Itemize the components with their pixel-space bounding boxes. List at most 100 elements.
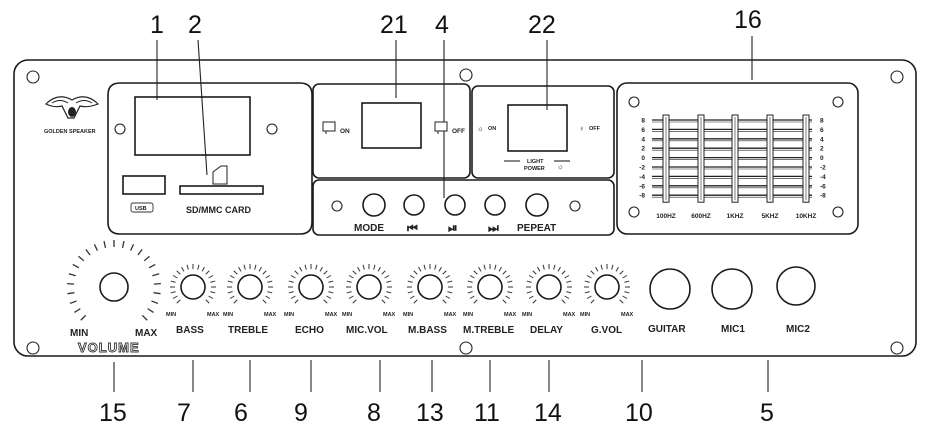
knob-tick xyxy=(323,299,328,304)
guitar-jack[interactable] xyxy=(649,268,691,310)
knob-tick xyxy=(326,295,332,299)
m-bass-knob[interactable] xyxy=(417,274,443,300)
knob-tick xyxy=(434,264,437,270)
knob-tick xyxy=(384,295,390,299)
light-off: ♀ OFF xyxy=(579,124,601,133)
next-button[interactable] xyxy=(484,194,506,216)
mic2-jack[interactable] xyxy=(776,266,816,306)
switch-21-rocker[interactable] xyxy=(361,102,422,149)
knob-tick xyxy=(564,275,570,279)
knob-tick xyxy=(584,291,590,294)
knob-tick xyxy=(526,291,532,294)
knob-tick xyxy=(615,266,619,272)
knob-tick xyxy=(172,295,178,299)
eq-band-label: 100HZ xyxy=(656,213,676,220)
knob-tick xyxy=(304,264,307,270)
knob-tick xyxy=(586,275,592,279)
knob-tick xyxy=(528,275,534,279)
knob-tick xyxy=(586,295,592,299)
knob-tick xyxy=(210,280,216,283)
knob-min-label: MIN xyxy=(223,312,233,318)
switch-21-module xyxy=(312,83,471,179)
knob-tick xyxy=(72,263,80,269)
knob-min-label: MIN xyxy=(403,312,413,318)
sd-card-slot[interactable] xyxy=(179,185,264,195)
treble-knob[interactable] xyxy=(237,274,263,300)
knob-tick xyxy=(288,280,294,283)
next-icon: ⏭ xyxy=(488,221,499,235)
knob-tick xyxy=(147,308,154,313)
knob-tick xyxy=(254,264,257,270)
echo-label: ECHO xyxy=(295,325,324,336)
mic-vol-knob[interactable] xyxy=(356,274,382,300)
knob-tick xyxy=(502,299,507,304)
knob-tick xyxy=(438,266,442,272)
knob-tick xyxy=(78,255,85,262)
volume-ticks xyxy=(67,240,161,321)
knob-tick xyxy=(229,295,235,299)
transport-module xyxy=(312,179,615,236)
knob-tick xyxy=(507,291,513,294)
knob-tick xyxy=(152,273,160,277)
knob-tick xyxy=(542,264,545,270)
prev-button[interactable] xyxy=(403,194,425,216)
knob-tick xyxy=(407,291,413,294)
callout-15: 15 xyxy=(99,399,127,427)
knob-tick xyxy=(151,300,159,305)
delay-knob[interactable] xyxy=(536,274,562,300)
knob-max-label: MAX xyxy=(264,312,277,318)
m-treble-label: M.TREBLE xyxy=(463,325,514,336)
echo-knob[interactable] xyxy=(298,274,324,300)
volume-label: VOLUME xyxy=(78,340,140,355)
eq-scale-label: 0 xyxy=(820,155,824,162)
knob-tick xyxy=(153,292,161,295)
g-vol-knob[interactable] xyxy=(594,274,620,300)
m-treble-knob[interactable] xyxy=(477,274,503,300)
usb-port[interactable] xyxy=(122,175,166,195)
knob-tick xyxy=(143,255,150,262)
knob-tick xyxy=(409,295,415,299)
bass-knob[interactable] xyxy=(180,274,206,300)
knob-tick xyxy=(294,299,299,304)
switch-22-module xyxy=(471,85,615,179)
screw-icon xyxy=(266,123,278,135)
knob-tick xyxy=(170,291,176,294)
callout-4: 4 xyxy=(435,11,449,39)
knob-tick xyxy=(103,240,107,249)
knob-tick xyxy=(67,292,75,295)
top-leader-lines xyxy=(156,36,753,198)
mounting-screws xyxy=(26,68,904,355)
mic1-jack[interactable] xyxy=(711,268,753,310)
knob-tick xyxy=(498,266,502,272)
knob-tick xyxy=(229,275,235,279)
callout-2: 2 xyxy=(188,11,202,39)
play-pause-button[interactable] xyxy=(444,194,466,216)
knob-tick xyxy=(409,275,415,279)
callout-22: 22 xyxy=(528,11,556,39)
repeat-button[interactable] xyxy=(525,193,549,217)
knob-tick xyxy=(299,266,303,272)
sd-card-label: SD/MMC CARD xyxy=(186,205,251,215)
knob-min-label: MIN xyxy=(342,312,352,318)
volume-knob[interactable] xyxy=(99,272,129,302)
knob-min-label: MIN xyxy=(580,312,590,318)
knob-tick xyxy=(288,291,294,294)
light-label: LIGHT xyxy=(527,159,544,165)
volume-min-label: MIN xyxy=(70,328,88,339)
mode-button[interactable] xyxy=(362,193,386,217)
svg-text:OFF: OFF xyxy=(452,128,465,135)
knob-tick xyxy=(346,280,352,283)
switch-22-rocker[interactable] xyxy=(507,104,568,152)
knob-tick xyxy=(328,280,334,283)
knob-tick xyxy=(532,299,537,304)
delay-label: DELAY xyxy=(530,325,563,336)
knob-tick xyxy=(186,264,189,270)
callout-9: 9 xyxy=(294,399,308,427)
knob-tick xyxy=(566,280,572,283)
